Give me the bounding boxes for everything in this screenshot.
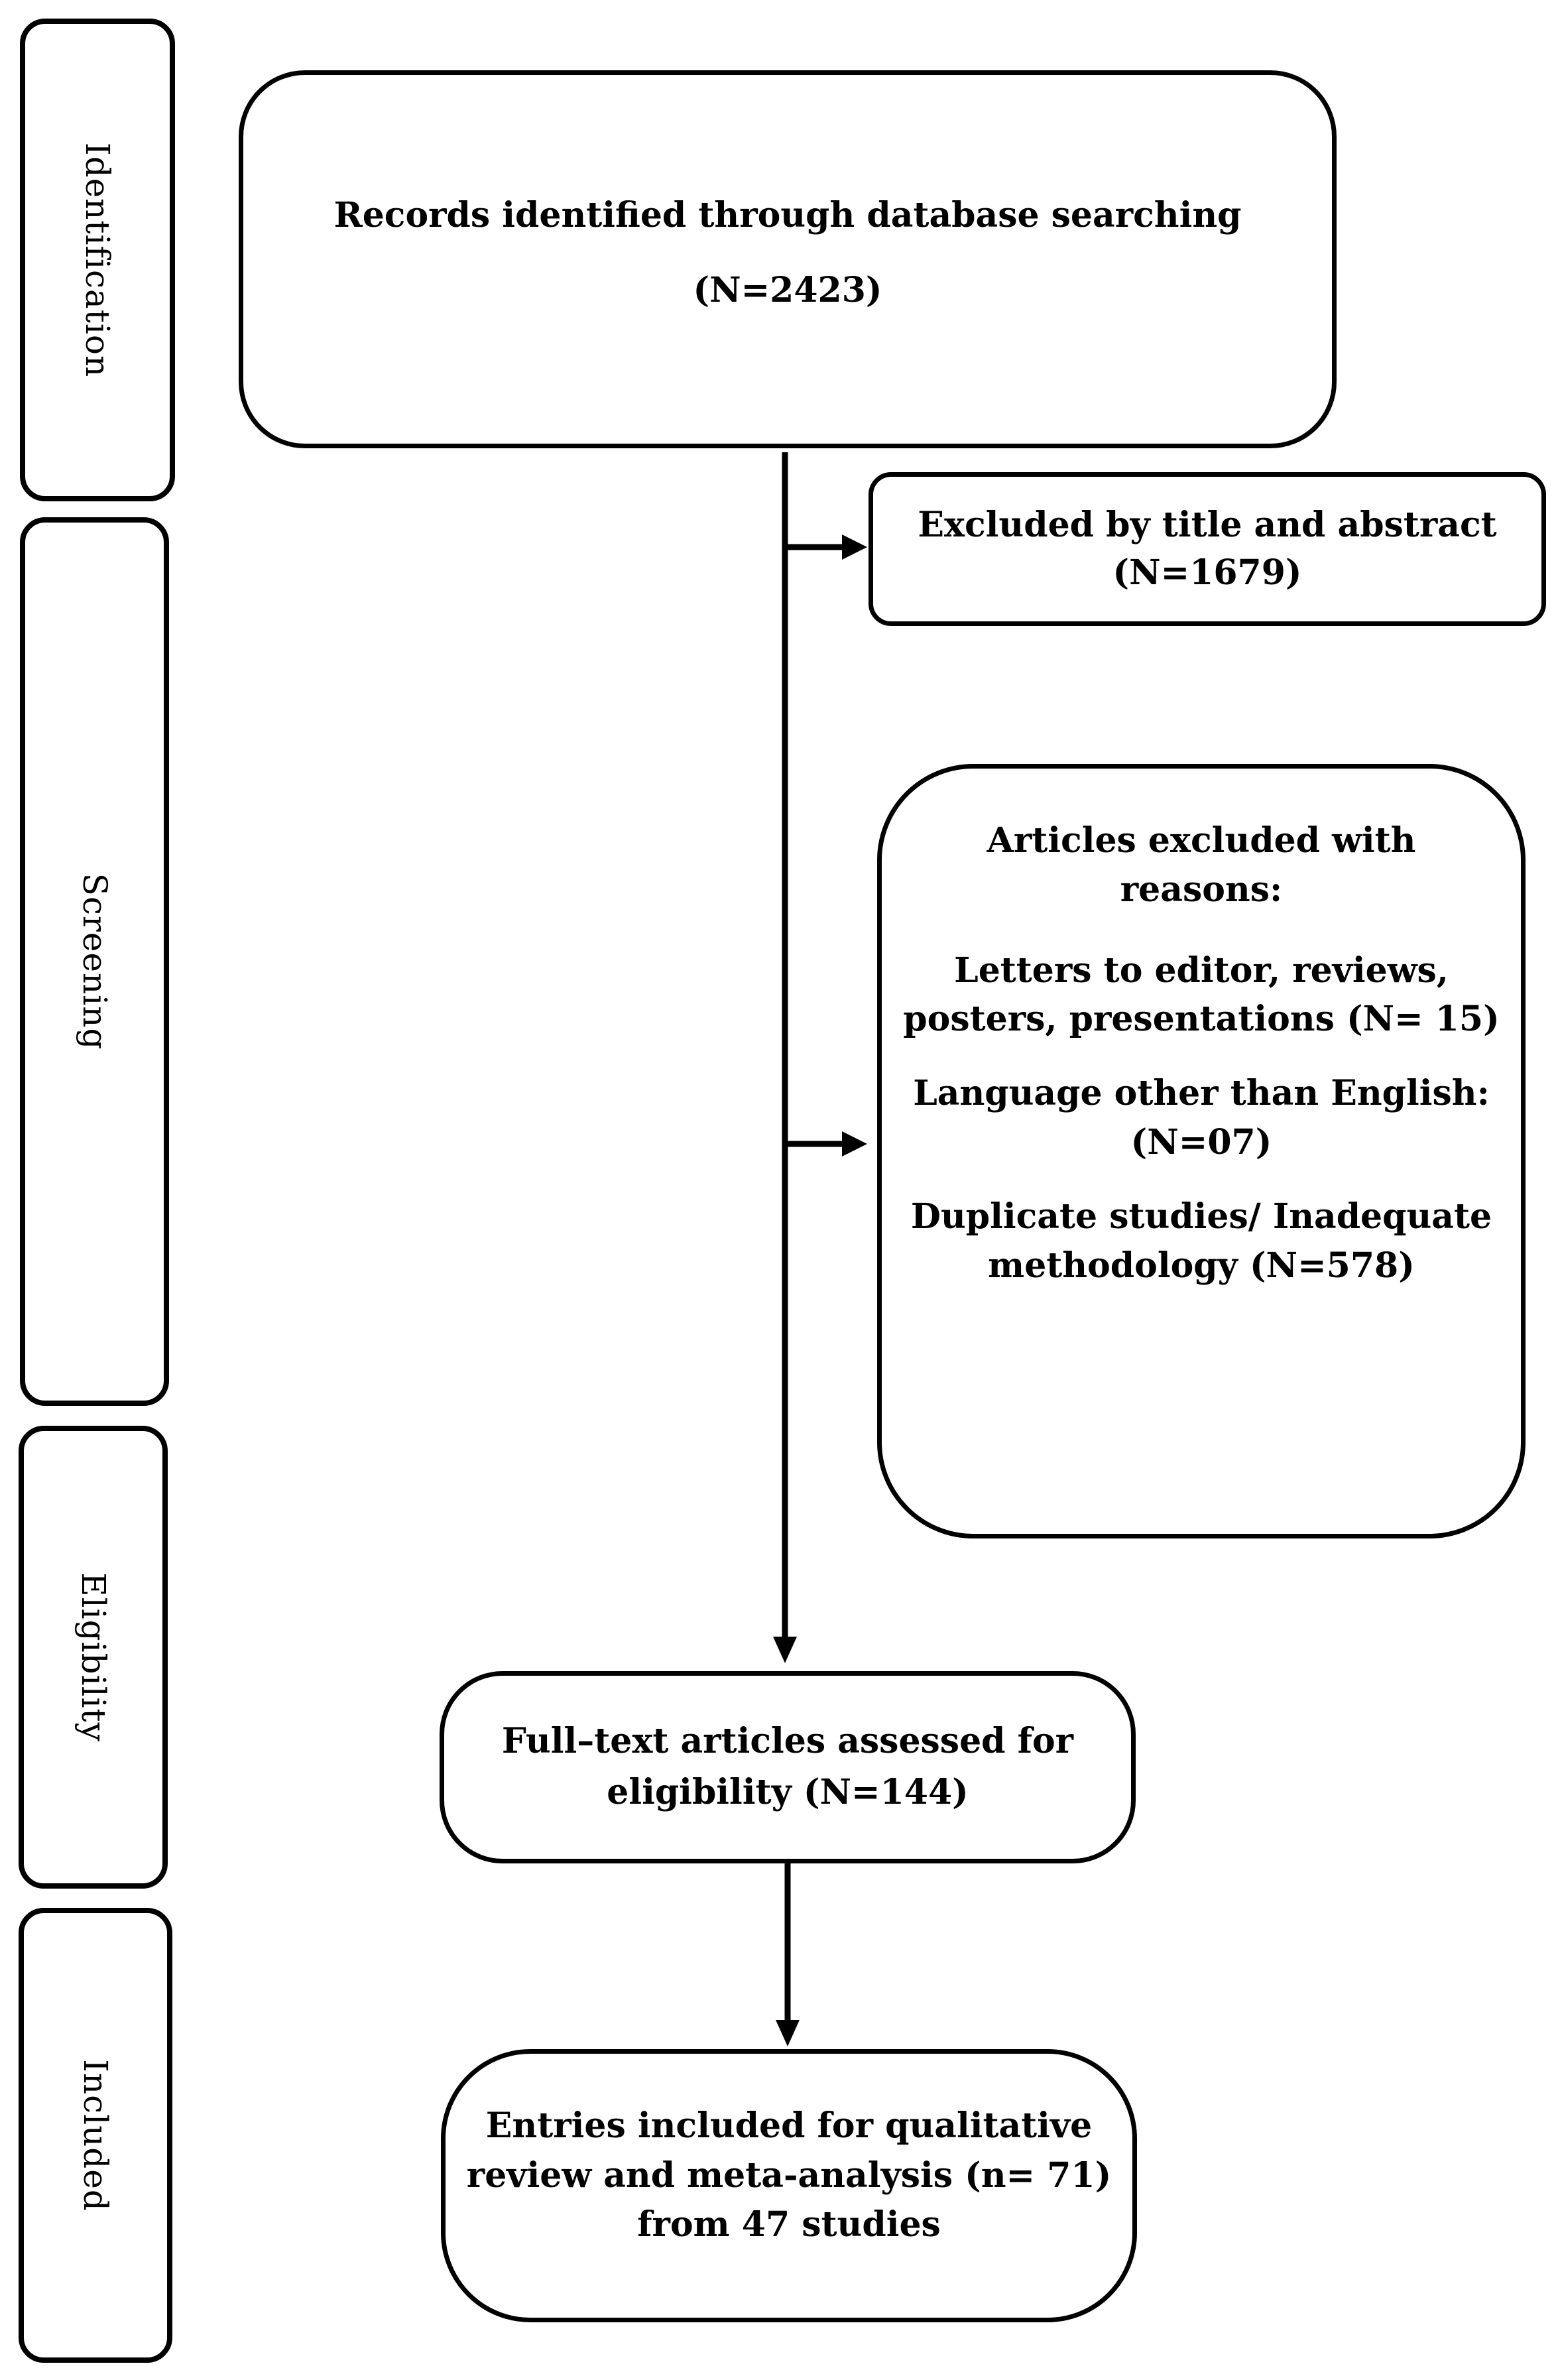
branch-arrowhead-title-abstract	[842, 534, 867, 560]
entries-included-text-cont: review and meta-analysis (n= 71)	[466, 2155, 1112, 2196]
phase-eligibility: Eligibility	[19, 1426, 168, 1889]
reason-language: Language other than English:	[913, 1073, 1490, 1114]
excluded-title-abstract-text: Excluded by title and abstract	[918, 505, 1497, 546]
entries-included-box: Entries included for qualitative review …	[441, 2049, 1137, 2322]
records-identified-box: Records identified through database sear…	[239, 70, 1337, 448]
articles-excluded-heading-cont: reasons:	[1120, 869, 1283, 910]
excluded-title-abstract-count: (N=1679)	[1112, 552, 1302, 593]
records-identified-text: Records identified through database sear…	[333, 194, 1242, 235]
main-flow-arrowhead	[773, 1637, 797, 1663]
full-text-assessed-text: Full–text articles assessed for	[501, 1721, 1074, 1762]
articles-excluded-reasons-box: Articles excluded with reasons: Letters …	[877, 764, 1526, 1538]
phase-identification: Identification	[20, 19, 175, 501]
full-text-assessed-count: eligibility (N=144)	[607, 1772, 969, 1812]
reason-duplicate: Duplicate studies/ Inadequate	[910, 1196, 1492, 1237]
articles-excluded-heading: Articles excluded with	[987, 820, 1416, 861]
phase-included: Included	[19, 1908, 172, 2363]
reason-letters-reviews: Letters to editor, reviews,	[954, 950, 1449, 991]
phase-screening: Screening	[20, 517, 169, 1406]
records-identified-count: (N=2423)	[693, 270, 882, 310]
excluded-title-abstract-box: Excluded by title and abstract (N=1679)	[869, 472, 1546, 626]
full-text-assessed-box: Full–text articles assessed for eligibil…	[440, 1671, 1136, 1863]
branch-arrowhead-reasons	[842, 1131, 867, 1157]
flow-arrowhead-included	[776, 2020, 800, 2046]
reason-language-count: (N=07)	[1130, 1122, 1272, 1163]
reason-duplicate-count: methodology (N=578)	[988, 1245, 1415, 1286]
entries-included-text: Entries included for qualitative	[485, 2105, 1093, 2146]
entries-included-studies: from 47 studies	[637, 2204, 941, 2245]
reason-letters-reviews-count: posters, presentations (N= 15)	[903, 999, 1500, 1040]
